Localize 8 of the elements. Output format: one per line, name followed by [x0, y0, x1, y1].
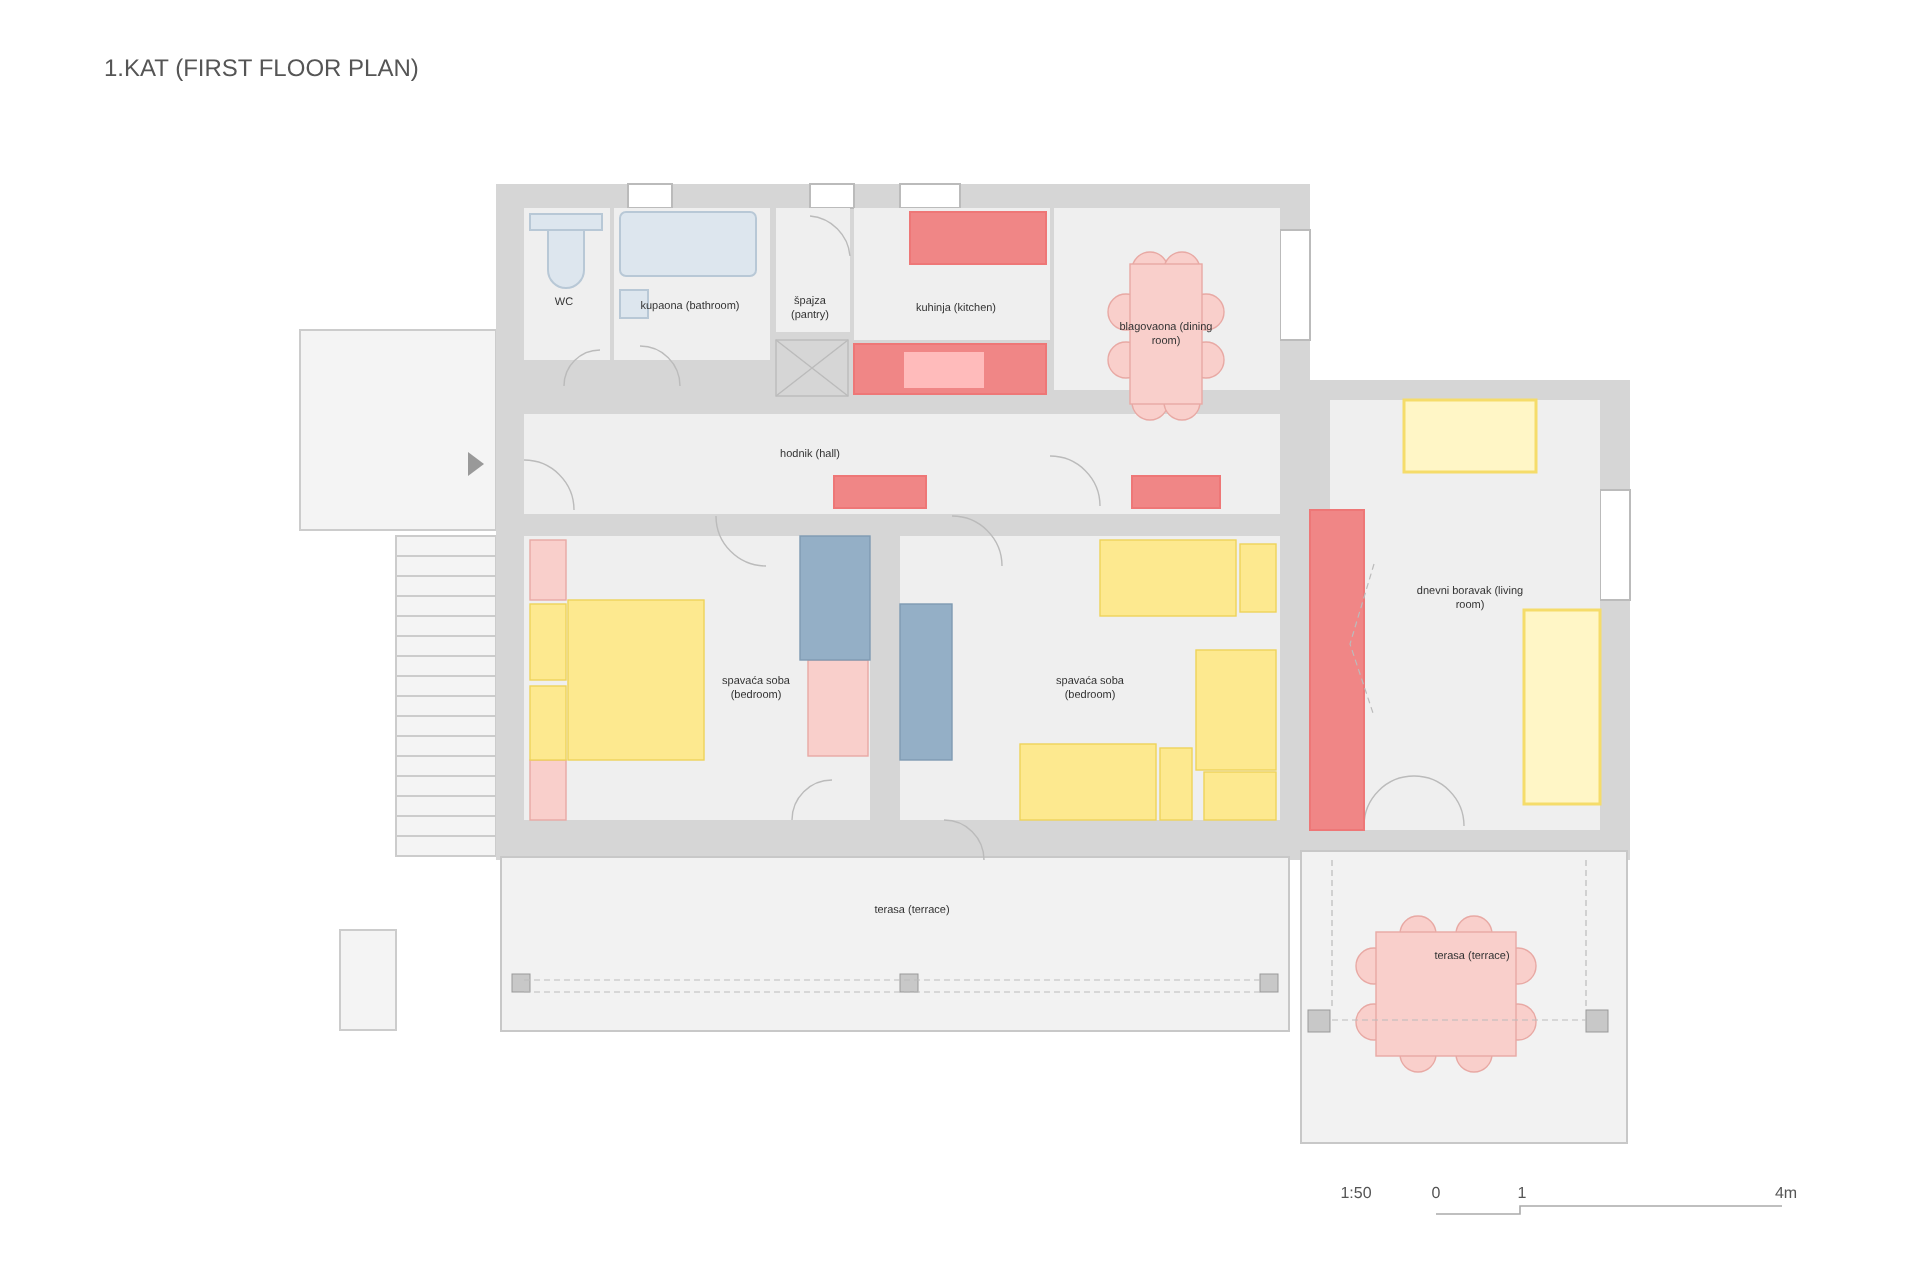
room-floor — [776, 208, 850, 332]
scale-label: 4m — [1774, 1184, 1798, 1202]
scale-label: 1 — [1517, 1184, 1527, 1202]
plan-title: 1.KAT (FIRST FLOOR PLAN) — [104, 54, 419, 82]
scale-label: 0 — [1431, 1184, 1441, 1202]
room-floor — [524, 414, 1280, 514]
scale-label: 1:50 — [1340, 1184, 1372, 1202]
terrace-area — [500, 856, 1290, 1032]
